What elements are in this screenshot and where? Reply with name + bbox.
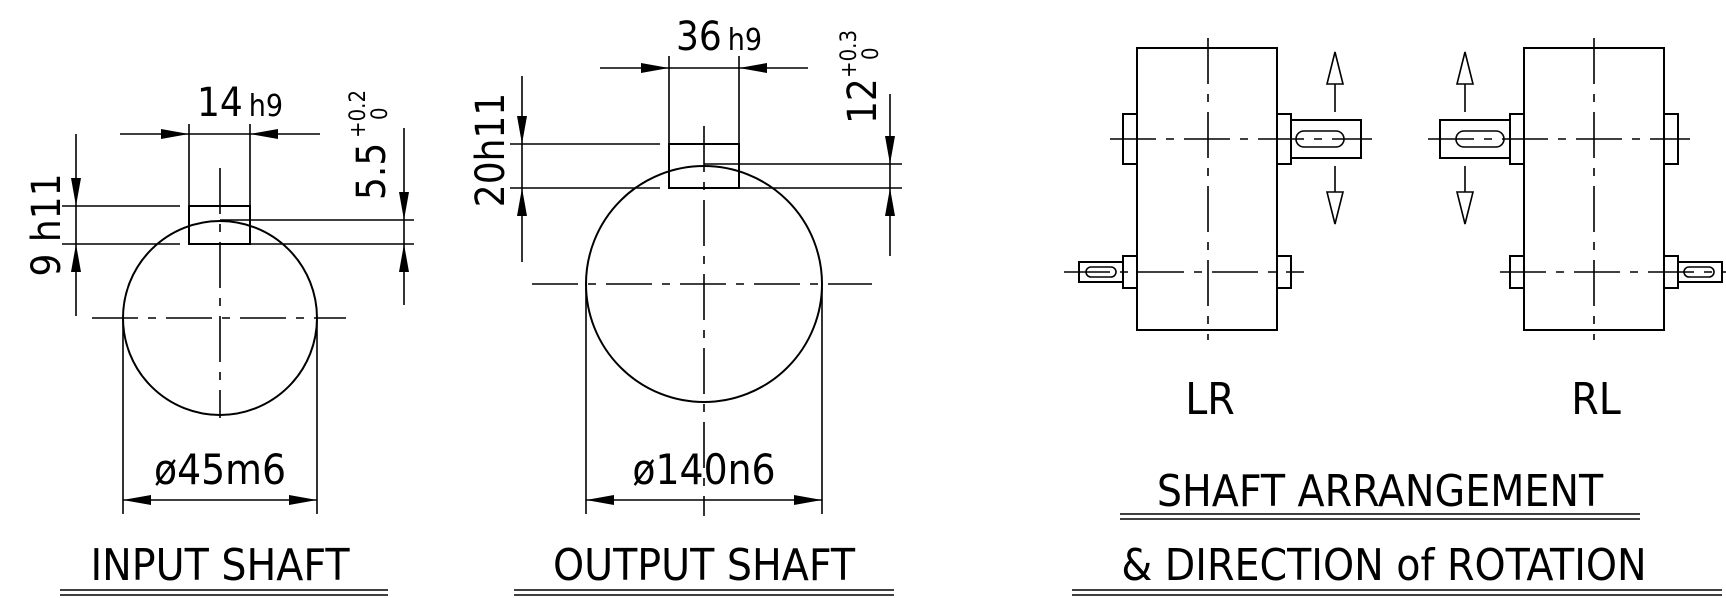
lr-gearbox-body: [1136, 47, 1278, 331]
arrangement-title-line1: SHAFT ARRANGEMENT: [1157, 466, 1604, 517]
output-key-height-label: 20h11: [468, 93, 514, 207]
rl-output-shaft: [1439, 119, 1511, 159]
lr-label: LR: [1185, 374, 1235, 425]
svg-text:+0.3: +0.3: [837, 30, 862, 78]
output-shaft-title: OUTPUT SHAFT: [553, 540, 856, 591]
arrangement-rl: RL: [1428, 38, 1726, 425]
input-key-height-label: 9 h11: [24, 174, 70, 277]
arrangement-title: SHAFT ARRANGEMENT & DIRECTION of ROTATIO…: [1072, 466, 1722, 596]
lr-rotation-up-arrow: [1325, 51, 1345, 85]
rl-rotation-down-arrow: [1455, 191, 1475, 225]
lr-rotation-down-arrow: [1325, 191, 1345, 225]
input-diameter-label: ø45m6: [154, 445, 286, 494]
svg-text:+0.2: +0.2: [346, 90, 371, 138]
svg-text:0: 0: [368, 107, 393, 120]
svg-text:5.5: 5.5: [349, 143, 395, 200]
rl-label: RL: [1571, 374, 1621, 425]
lr-output-shaft: [1290, 119, 1362, 159]
output-key-depth-label: 12 +0.3 0: [837, 30, 886, 124]
input-key-depth-label: 5.5 +0.2 0: [346, 90, 395, 200]
arrangement-lr: LR: [1064, 38, 1372, 425]
output-diameter-label: ø140n6: [632, 445, 775, 494]
input-key: [188, 205, 251, 245]
rl-rotation-up-arrow: [1455, 51, 1475, 85]
input-shaft-title: INPUT SHAFT: [90, 540, 350, 591]
output-key: [668, 143, 740, 189]
rl-input-shaft: [1677, 261, 1723, 283]
svg-text:12: 12: [840, 78, 886, 124]
arrangement-title-line2: & DIRECTION of ROTATION: [1121, 540, 1646, 591]
lr-input-shaft: [1078, 261, 1124, 283]
svg-text:0: 0: [859, 47, 884, 60]
